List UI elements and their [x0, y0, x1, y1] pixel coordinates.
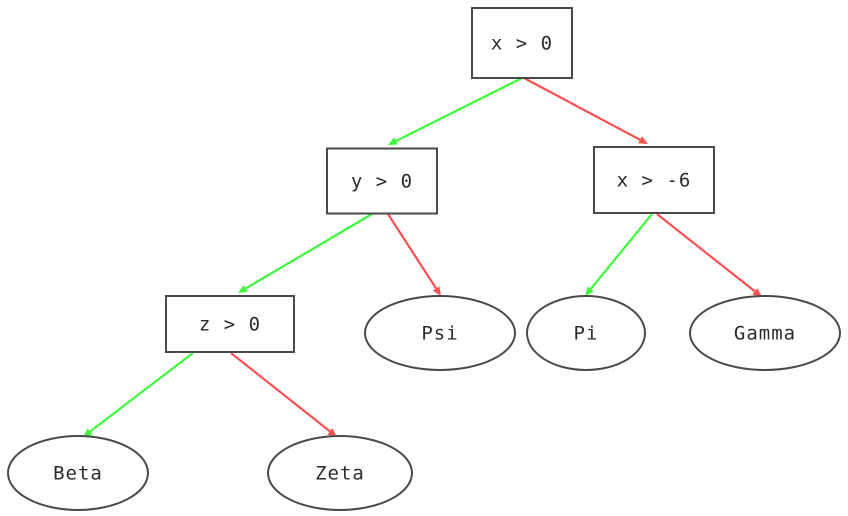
- node-label-y0: y > 0: [351, 171, 413, 193]
- node-gamma[interactable]: Gamma: [689, 295, 841, 371]
- arrowhead-false: [638, 136, 648, 144]
- edge-line: [523, 77, 641, 141]
- node-psi[interactable]: Psi: [364, 295, 516, 371]
- edge-layer: [83, 77, 762, 437]
- node-shape-box[interactable]: [326, 147, 438, 215]
- node-root[interactable]: x > 0: [471, 7, 573, 79]
- edge-line: [395, 77, 523, 142]
- node-shape-box[interactable]: [471, 7, 573, 79]
- node-shape-ellipse[interactable]: [364, 295, 516, 371]
- edge-y0-to-z0: [238, 213, 373, 293]
- node-xm6[interactable]: x > -6: [593, 146, 715, 214]
- node-y0[interactable]: y > 0: [326, 147, 438, 215]
- edge-line: [387, 213, 438, 290]
- node-z0[interactable]: z > 0: [165, 295, 295, 353]
- node-shape-ellipse[interactable]: [689, 295, 841, 371]
- arrowhead-true: [585, 286, 594, 296]
- arrowhead-false: [327, 428, 337, 437]
- node-pi[interactable]: Pi: [526, 295, 646, 371]
- node-beta[interactable]: Beta: [7, 435, 149, 511]
- node-label-gamma: Gamma: [734, 323, 796, 345]
- edge-line: [656, 213, 756, 293]
- arrowhead-false: [432, 286, 441, 296]
- edge-root-to-xm6: [523, 77, 648, 144]
- node-shape-box[interactable]: [593, 146, 715, 214]
- node-label-xm6: x > -6: [617, 170, 692, 192]
- node-shape-box[interactable]: [165, 295, 295, 353]
- edge-root-to-y0: [388, 77, 523, 145]
- node-label-beta: Beta: [53, 463, 103, 485]
- edge-z0-to-beta: [83, 352, 194, 437]
- node-shape-ellipse[interactable]: [267, 435, 413, 511]
- node-label-psi: Psi: [421, 323, 458, 345]
- node-label-z0: z > 0: [199, 314, 261, 336]
- edge-xm6-to-pi: [585, 213, 653, 296]
- edge-xm6-to-gamma: [656, 213, 762, 297]
- node-shape-ellipse[interactable]: [7, 435, 149, 511]
- arrowhead-true: [238, 284, 248, 293]
- arrowhead-true: [83, 428, 93, 437]
- arrowhead-true: [388, 137, 398, 145]
- edge-line: [89, 352, 194, 433]
- node-label-zeta: Zeta: [315, 463, 365, 485]
- node-label-root: x > 0: [491, 33, 553, 55]
- edge-y0-to-psi: [387, 213, 441, 296]
- edge-z0-to-zeta: [230, 352, 337, 437]
- edge-line: [230, 352, 331, 433]
- node-zeta[interactable]: Zeta: [267, 435, 413, 511]
- edge-line: [245, 213, 373, 290]
- node-label-pi: Pi: [574, 323, 599, 345]
- node-shape-ellipse[interactable]: [526, 295, 646, 371]
- arrowhead-false: [752, 288, 762, 297]
- edge-line: [589, 213, 653, 290]
